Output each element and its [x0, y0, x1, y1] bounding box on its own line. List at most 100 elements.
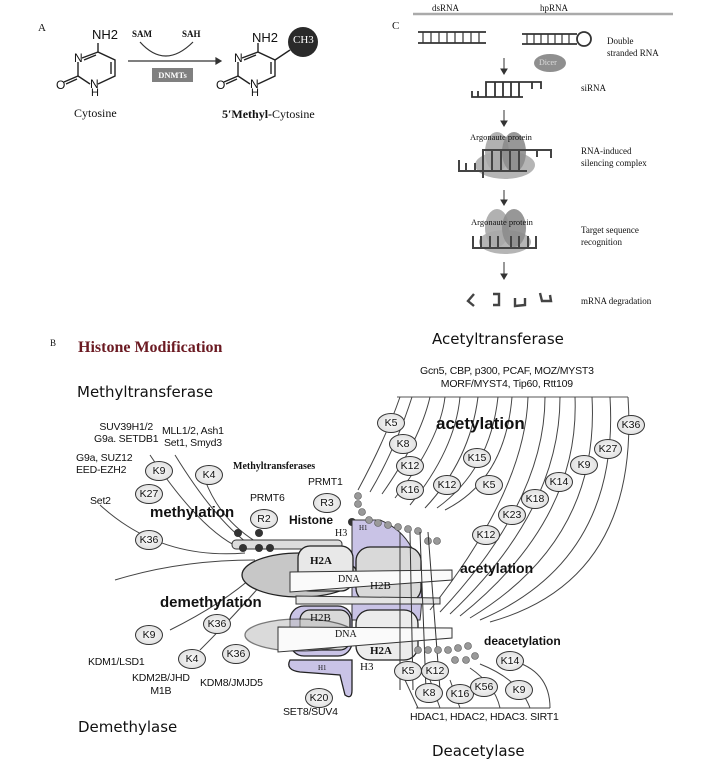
dna-bottom-label: DNA: [335, 629, 357, 640]
residue-r2: R2: [250, 509, 278, 529]
residue-k16: K16: [396, 480, 424, 500]
residue-k27: K27: [135, 484, 163, 504]
atom-h: H: [251, 87, 259, 99]
residue-k12: K12: [472, 525, 500, 545]
step-text: silencing complex: [581, 158, 647, 168]
residue-k14: K14: [545, 472, 573, 492]
atom-n: N: [90, 77, 99, 91]
h3-bottom-label: H3: [360, 661, 374, 673]
residue-k5: K5: [394, 661, 422, 681]
h1-top-label: H1: [359, 524, 368, 532]
residue-k56: K56: [470, 677, 498, 697]
ch3-label: CH3: [293, 34, 314, 46]
pathway-arrows: [500, 58, 508, 280]
enzyme-text: G9a. SETDB1: [94, 433, 159, 445]
h1-bottom-label: H1: [318, 664, 327, 672]
step-risc: RNA-induced silencing complex: [581, 145, 647, 169]
dsrna-ladder: [418, 31, 486, 44]
argonaute-label: Argonaute protein: [470, 132, 532, 142]
g9a-enzymes: G9a, SUZ12 EED-EZH2: [76, 452, 133, 476]
residue-k12: K12: [396, 456, 424, 476]
sah-label: SAH: [182, 29, 201, 39]
kdm1-enzyme: KDM1/LSD1: [88, 656, 145, 668]
atom-o: O: [216, 78, 226, 92]
dicer-label: Dicer: [539, 58, 557, 67]
dicer-ellipse: [534, 54, 566, 72]
prmt6-enzyme: PRMT6: [250, 492, 285, 504]
panel-c-letter: C: [392, 20, 400, 32]
methyltransferases-small-label: Methyltransferases: [233, 461, 316, 472]
residue-k16: K16: [446, 684, 474, 704]
acetylation-mid-label: acetylation: [460, 560, 534, 576]
h3-top-label: H3: [335, 528, 348, 539]
atom-n: N: [234, 51, 243, 65]
mrna-fragments: [466, 292, 553, 308]
reaction-arrow: [128, 41, 223, 66]
residue-k9: K9: [505, 680, 533, 700]
residue-k27: K27: [594, 439, 622, 459]
dna-top-label: DNA: [338, 574, 360, 585]
residue-k18: K18: [521, 489, 549, 509]
panel-b-letter: B: [50, 338, 57, 348]
residue-k12: K12: [421, 661, 449, 681]
histone-label: Histone: [289, 513, 334, 527]
methylcytosine-label: 5′Methyl-Cytosine: [222, 107, 315, 122]
atom-n: N: [74, 51, 83, 65]
dna-ribbons: [277, 569, 453, 653]
acetylation-top-label: acetylation: [436, 414, 525, 433]
step-text: Target sequence: [581, 225, 639, 235]
cytosine-label: Cytosine: [74, 106, 117, 120]
h2a-bottom-label: H2A: [370, 645, 392, 657]
histone-modification-title: Histone Modification: [78, 339, 223, 356]
residue-k23: K23: [498, 505, 526, 525]
residue-k9: K9: [135, 625, 163, 645]
atom-h: H: [91, 87, 99, 99]
residue-k36: K36: [617, 415, 645, 435]
residue-k12: K12: [433, 475, 461, 495]
risc-complex: [458, 132, 552, 179]
enzyme-text: KDM2B/JHD: [132, 672, 190, 684]
target-recognition-complex: [472, 209, 537, 254]
residue-k5: K5: [377, 413, 405, 433]
enzyme-text: SUV39H1/2: [99, 421, 153, 433]
residue-k36: K36: [222, 644, 250, 664]
step-text: RNA-induced: [581, 146, 632, 156]
methyltransferase-heading: Methyltransferase: [77, 383, 214, 401]
kdm2b-enzymes: KDM2B/JHD M1B: [132, 672, 190, 698]
hdac-enzymes: HDAC1, HDAC2, HDAC3. SIRT1: [410, 711, 559, 723]
step-mrna-degradation: mRNA degradation: [581, 296, 652, 306]
h2b-bottom-label: H2B: [310, 612, 331, 624]
deacetylase-heading: Deacetylase: [432, 742, 525, 760]
residue-k4: K4: [195, 465, 223, 485]
residue-k36: K36: [135, 530, 163, 550]
methylcytosine-ring: [223, 43, 291, 85]
kdm8-enzyme: KDM8/JMJD5: [200, 677, 263, 689]
h2a-top-label: H2A: [310, 555, 332, 567]
prmt1-enzyme: PRMT1: [308, 476, 343, 488]
argonaute-label: Argonaute protein: [471, 217, 533, 227]
residue-k15: K15: [463, 448, 491, 468]
step-text: recognition: [581, 237, 622, 247]
residue-k36: K36: [203, 614, 231, 634]
residue-k9: K9: [570, 455, 598, 475]
enzyme-text: MORF/MYST4, Tip60, Rtt109: [440, 378, 573, 390]
methylation-label: methylation: [150, 504, 235, 521]
atom-o: O: [56, 78, 66, 92]
cytosine-ring: [63, 43, 116, 85]
set2-enzyme: Set2: [90, 495, 111, 507]
hat-enzymes: Gcn5, CBP, p300, PCAF, MOZ/MYST3 MORF/MY…: [420, 365, 594, 391]
methyl-prefix: 5′Methyl-: [222, 107, 273, 121]
enzyme-text: MLL1/2, Ash1: [162, 425, 224, 437]
methyl-circle: [288, 27, 318, 57]
residue-k20: K20: [305, 688, 333, 708]
residue-k9: K9: [145, 461, 173, 481]
residue-r3: R3: [313, 493, 341, 513]
acetyltransferase-heading: Acetyltransferase: [432, 330, 564, 348]
acetyl-beads: [354, 492, 441, 545]
step-text: Double: [607, 36, 634, 46]
mll-enzymes: MLL1/2, Ash1 Set1, Smyd3: [162, 425, 224, 449]
step-sirna: siRNA: [581, 83, 607, 93]
residue-k4: K4: [178, 649, 206, 669]
cytosine-suffix: Cytosine: [272, 107, 315, 121]
